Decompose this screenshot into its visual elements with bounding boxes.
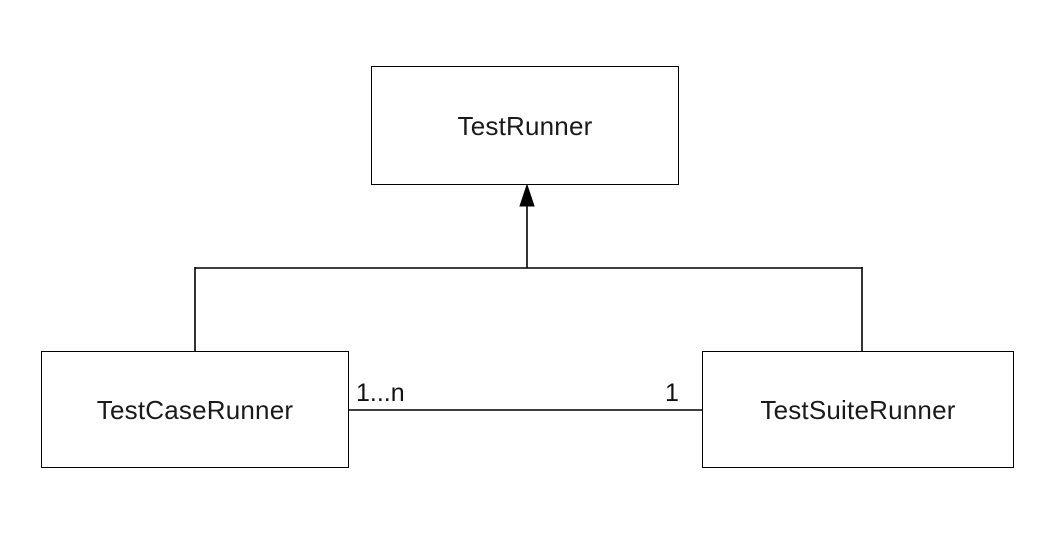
association-multiplicity-source: 1...n [356,379,405,407]
class-name-testsuiterunner: TestSuiteRunner [760,394,956,425]
association-multiplicity-target: 1 [665,379,679,407]
class-box-testcaserunner[interactable]: TestCaseRunner [41,351,349,468]
class-box-testrunner[interactable]: TestRunner [371,66,679,185]
generalization-arrowhead-icon [519,183,535,207]
class-name-testcaserunner: TestCaseRunner [96,394,294,425]
class-box-testsuiterunner[interactable]: TestSuiteRunner [702,351,1014,468]
class-name-testrunner: TestRunner [457,110,593,141]
